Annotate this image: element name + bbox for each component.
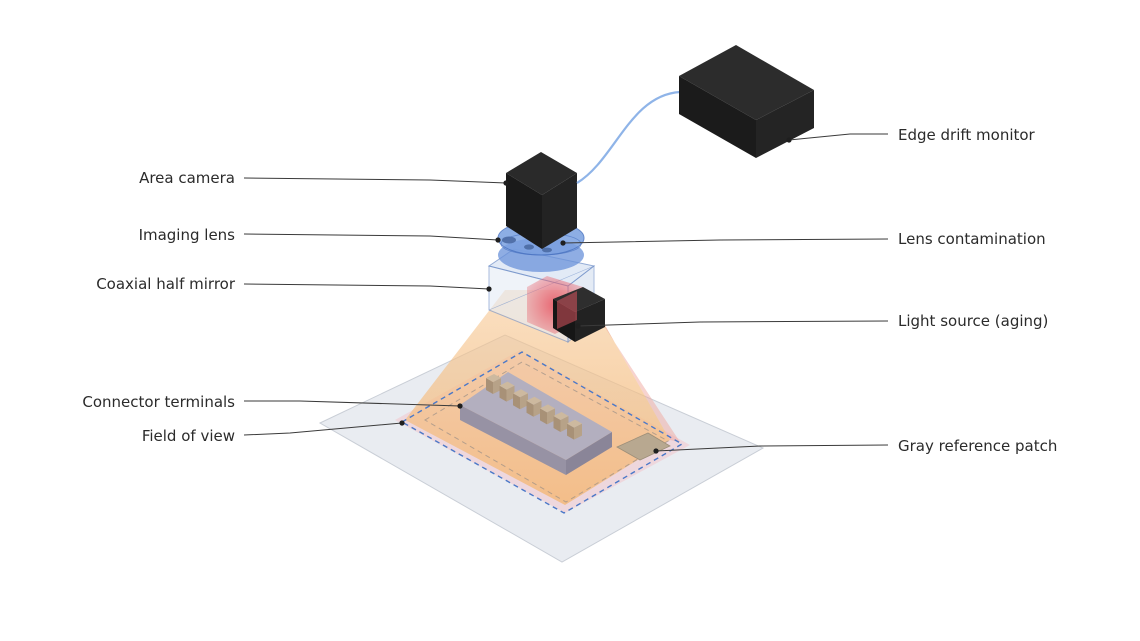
leader-gray-reference-patch: [655, 444, 889, 452]
leader-field-of-view: [243, 422, 403, 436]
terminal-pin-front: [547, 408, 555, 425]
leader-light-source: [577, 320, 889, 327]
label-area-camera: Area camera: [139, 169, 235, 187]
leader-imaging-lens-dot: [495, 237, 501, 243]
leader-field-of-view-dot: [399, 420, 405, 426]
terminal-pin: [567, 419, 582, 428]
terminal-pin-front: [560, 416, 569, 432]
terminal-pin-side: [499, 385, 507, 402]
lens-contamination-spots: [502, 236, 552, 253]
leader-lens-contamination-dot: [560, 240, 566, 246]
terminal-pin-front: [506, 385, 515, 402]
terminal-pin-side: [526, 400, 534, 417]
terminal-pin: [499, 381, 515, 390]
terminal-pin: [513, 389, 528, 398]
leader-edge-drift-monitor-dot: [786, 137, 792, 143]
label-field-of-view: Field of view: [142, 427, 235, 445]
label-light-source: Light source (aging): [898, 312, 1048, 330]
leader-imaging-lens: [243, 233, 499, 241]
gray-reference-patch: [616, 432, 671, 461]
area-camera: [506, 152, 577, 249]
leader-connector-terminals-dot: [457, 403, 463, 409]
terminal-pin: [540, 404, 555, 413]
camera-cable: [576, 90, 681, 184]
leader-lens-contamination: [562, 238, 889, 244]
terminal-pin-side: [486, 378, 493, 394]
light-source-cube: [553, 287, 605, 342]
edge-drift-monitor-box: [679, 45, 814, 158]
terminal-pin-front: [520, 393, 528, 410]
leader-area-camera: [243, 177, 507, 184]
label-edge-drift-monitor: Edge drift monitor: [898, 126, 1036, 144]
leader-coaxial-half-mirror: [243, 283, 490, 290]
terminal-pin-front: [533, 400, 542, 417]
terminal-pin-side: [567, 423, 574, 440]
leader-area-camera-dot: [503, 180, 509, 186]
terminal-pin-side: [540, 408, 547, 425]
label-imaging-lens: Imaging lens: [139, 226, 236, 244]
leader-light-source-dot: [575, 323, 581, 329]
label-lens-contamination: Lens contamination: [898, 230, 1046, 248]
terminal-pin: [526, 396, 542, 405]
leader-coaxial-half-mirror-dot: [486, 286, 492, 292]
connector-terminals: [486, 374, 582, 440]
terminal-pin-side: [553, 416, 561, 432]
terminal-pin-front: [493, 378, 501, 394]
label-coaxial-half-mirror: Coaxial half mirror: [96, 275, 236, 293]
leader-lines: [243, 133, 889, 454]
leader-edge-drift-monitor: [788, 133, 888, 141]
label-gray-reference-patch: Gray reference patch: [898, 437, 1057, 455]
label-group-left: Area camera Imaging lens Coaxial half mi…: [82, 169, 235, 445]
label-group-right: Edge drift monitor Lens contamination Li…: [898, 126, 1057, 455]
leader-gray-reference-patch-dot: [653, 448, 659, 454]
terminal-pin-side: [513, 393, 520, 410]
terminal-pin: [553, 412, 569, 420]
fov-outline: [400, 351, 684, 514]
terminal-pin-front: [574, 423, 582, 440]
leader-connector-terminals: [244, 400, 461, 407]
terminal-pin: [486, 374, 501, 382]
label-connector-terminals: Connector terminals: [82, 393, 235, 411]
